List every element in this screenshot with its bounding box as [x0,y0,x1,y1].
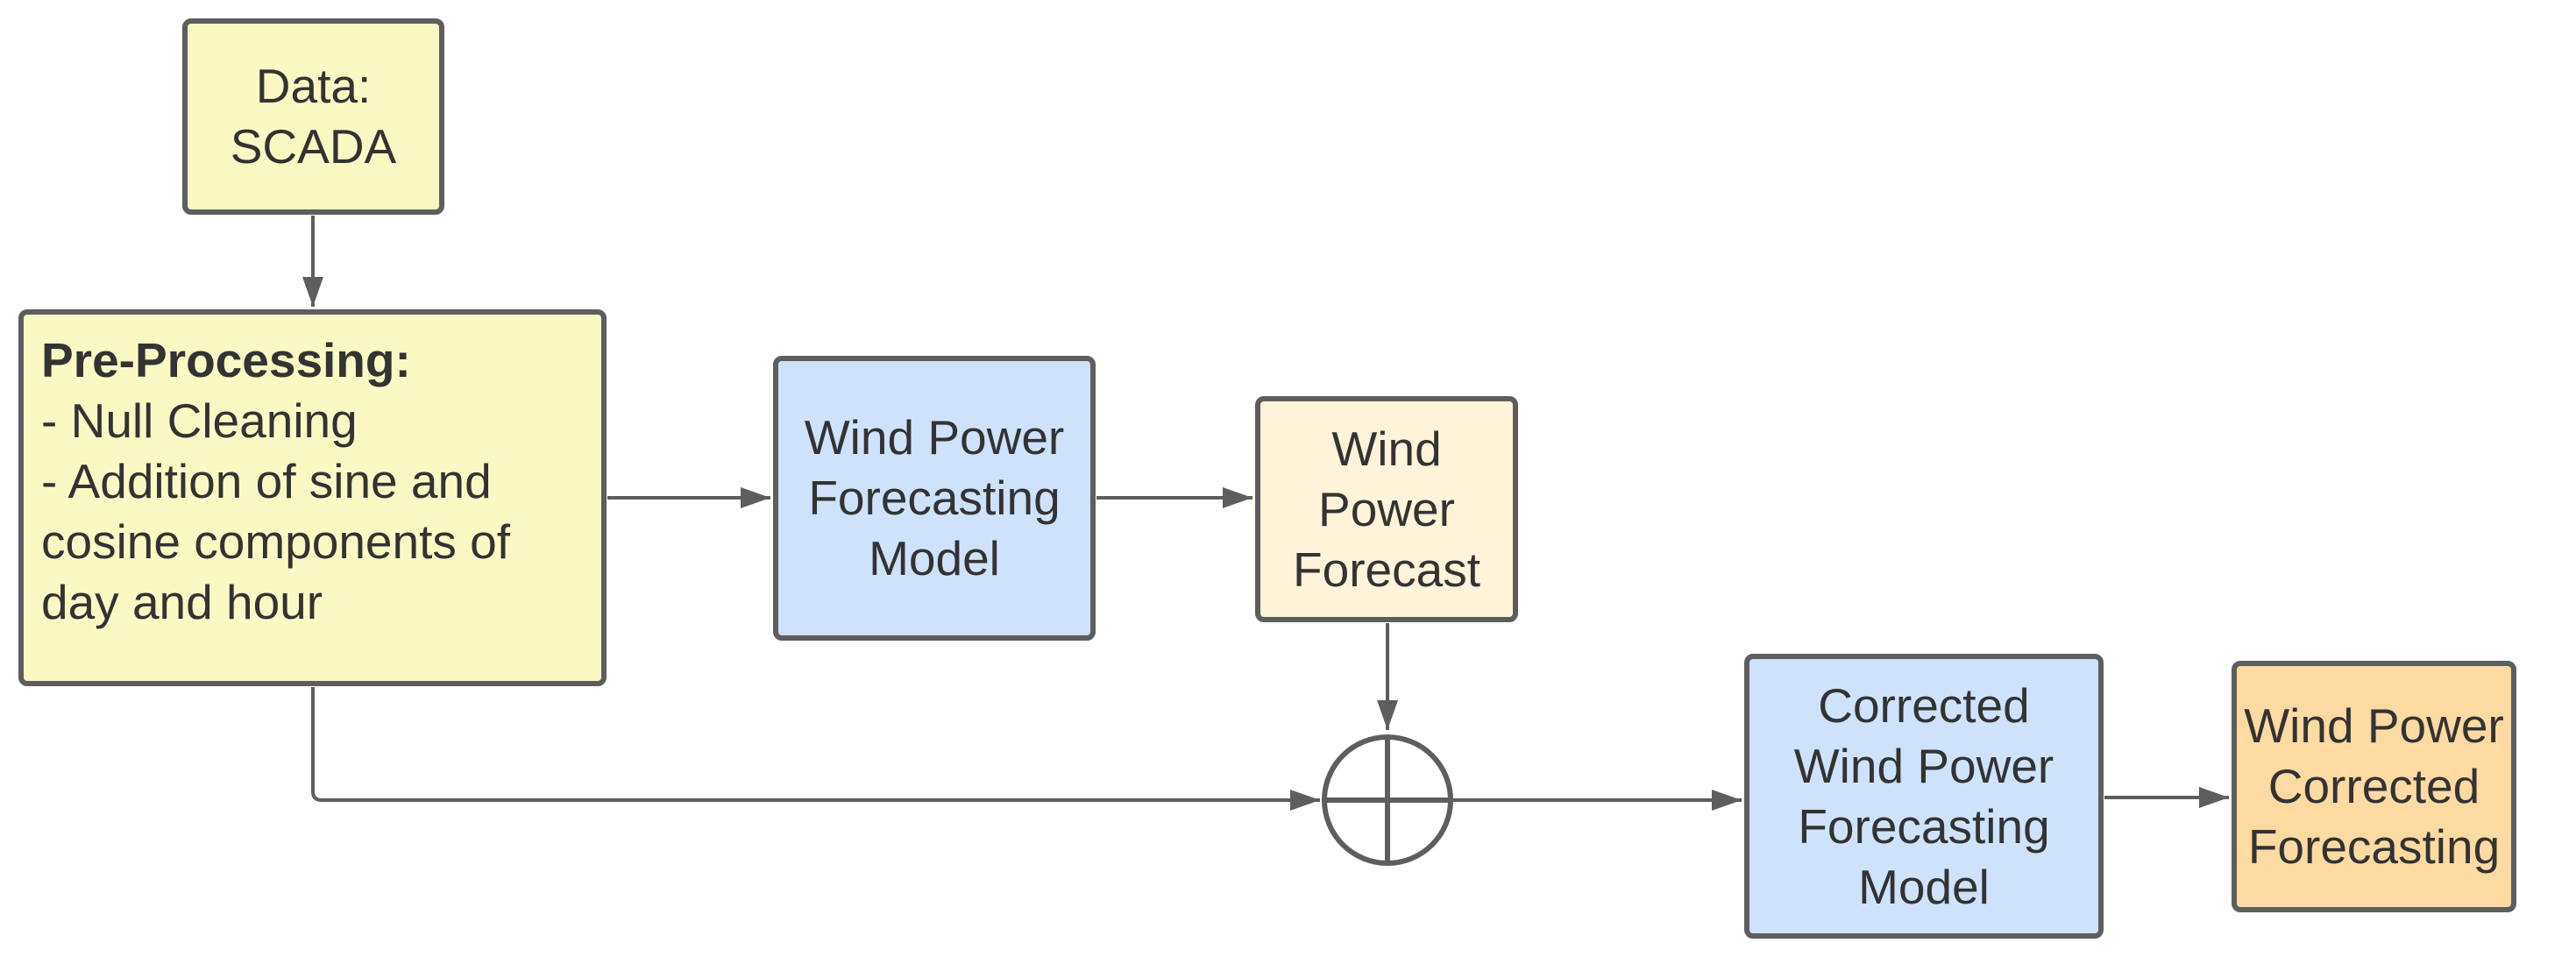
node-text-line: Forecasting [808,471,1061,525]
wind-power-forecast-node: Wind Power Forecast [1255,396,1518,622]
node-text-line: Corrected [1818,677,2030,733]
sum-junction-icon [1322,734,1453,866]
preprocessing-heading: Pre-Processing: [41,333,411,387]
preprocessing-node: Pre-Processing: - Null Cleaning - Additi… [18,309,607,686]
node-text-line: Wind Power [1793,738,2054,793]
corrected-forecasting-model-node: Corrected Wind Power Forecasting Model [1744,654,2104,939]
node-text-line: SCADA [230,119,397,174]
node-text-line: Wind [1331,421,1442,476]
node-text-line: Forecasting [1798,798,2050,854]
node-text-line: Power [1318,481,1455,536]
node-text-line: Wind Power [2244,698,2504,753]
wind-power-forecasting-model-node: Wind Power Forecasting Model [773,356,1096,641]
node-text-line: Wind Power [804,410,1065,464]
data-scada-node: Data: SCADA [182,18,444,215]
arrow-preprocessing-to-junction [311,687,1320,811]
node-text-line: day and hour [41,575,323,629]
node-text-line: Data: [255,59,372,113]
node-text-line: Model [1858,859,1990,914]
corrected-forecast-output-node: Wind Power Corrected Forecasting [2232,661,2516,912]
node-text-line: - Null Cleaning [41,393,358,448]
node-text-line: Forecasting [2247,819,2501,874]
node-text-line: Forecast [1293,542,1480,597]
node-text-line: Model [869,531,1000,585]
node-text-line: - Addition of sine and [41,454,492,508]
node-text-line: Corrected [2267,759,2480,813]
node-text-line: cosine components of [41,514,511,569]
